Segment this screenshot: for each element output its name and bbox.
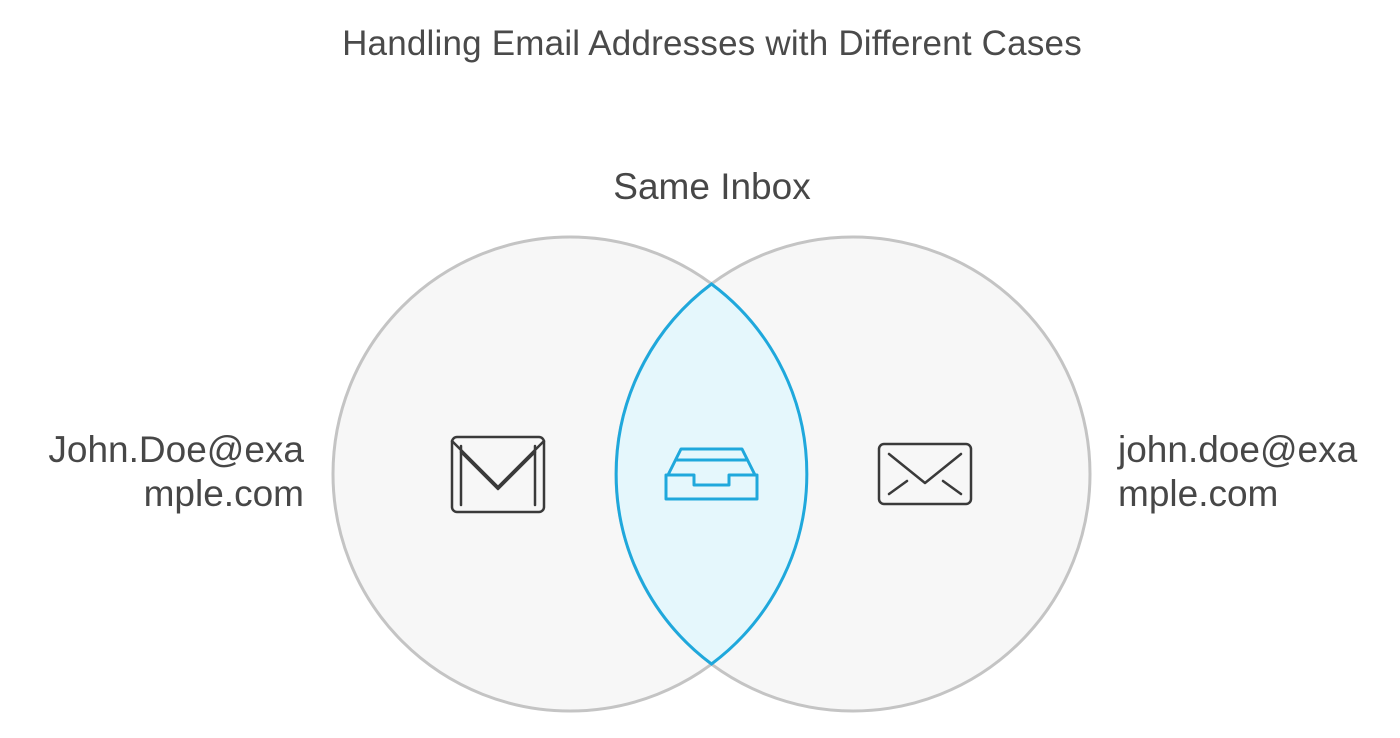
intersection-region [614,282,809,666]
diagram-title: Handling Email Addresses with Different … [342,24,1082,63]
right-set-label: john.doe@exa mple.com [1118,428,1388,516]
left-set-label-line2: mple.com [143,473,304,514]
left-set-label-line1: John.Doe@exa [48,429,304,470]
left-set-label: John.Doe@exa mple.com [20,428,304,516]
inbox-tray-icon [664,447,759,501]
mail-envelope-icon [450,435,546,514]
right-set-label-line2: mple.com [1118,473,1279,514]
intersection-label: Same Inbox [613,166,811,207]
right-set-label-line1: john.doe@exa [1118,429,1358,470]
envelope-icon [877,442,973,506]
